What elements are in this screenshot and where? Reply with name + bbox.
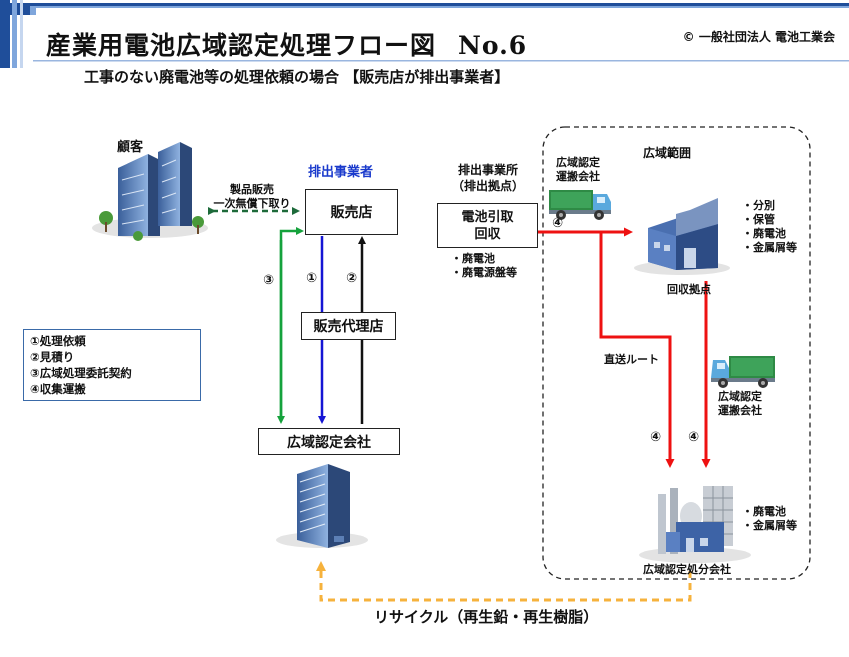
page-title: 産業用電池広域認定処理フロー図 No.6	[46, 26, 527, 62]
sale-label: 製品販売 一次無償下取り	[206, 183, 298, 211]
legend-item: ③広域処理委託契約	[30, 366, 132, 380]
legend-item: ①処理依頼	[30, 334, 86, 348]
transport-mid-label: 広域認定 運搬会社	[718, 390, 762, 418]
discharger-label: 排出事業者	[308, 165, 374, 180]
collection-items: ・分別 ・保管 ・廃電池 ・金属屑等	[742, 199, 797, 255]
factory-icon	[634, 198, 730, 275]
site-label-line1: 排出事業所	[457, 163, 518, 177]
office-buildings-icon	[92, 142, 208, 241]
transport-top-line2: 運搬会社	[556, 170, 600, 183]
recycle-arrow	[316, 561, 692, 602]
site-items: ・廃電池 ・廃電源盤等	[451, 252, 517, 280]
estimate-number: ②	[346, 271, 358, 286]
subtitle: 工事のない廃電池等の処理依頼の場合 【販売店が排出事業者】	[84, 68, 510, 86]
contract-arrow	[279, 227, 304, 418]
transport-number-top: ④	[552, 216, 564, 231]
disposal-item: ・金属屑等	[742, 519, 797, 532]
collection-item: ・廃電池	[742, 227, 786, 240]
collection-item: ・分別	[742, 199, 775, 212]
disposal-items: ・廃電池 ・金属屑等	[742, 505, 797, 533]
transport-top-line1: 広域認定	[556, 156, 600, 169]
site-label: 排出事業所 （排出拠点）	[436, 162, 540, 194]
collection-item: ・保管	[742, 213, 775, 226]
truck-icon	[711, 356, 775, 388]
pickup-box: 電池引取 回収	[437, 203, 538, 248]
transport-mid-line1: 広域認定	[718, 390, 762, 403]
pickup-line2: 回収	[474, 226, 501, 242]
sale-label-line1: 製品販売	[230, 183, 274, 196]
customer-label: 顧客	[117, 140, 144, 155]
site-item: ・廃電池	[451, 252, 495, 265]
title-number: No.6	[458, 31, 528, 60]
legend: ①処理依頼 ②見積り ③広域処理委託契約 ④収集運搬	[23, 329, 201, 401]
sale-label-line2: 一次無償下取り	[213, 197, 291, 210]
recycling-plant-icon	[639, 486, 751, 563]
truck-icon	[549, 190, 611, 220]
office-tower-icon	[276, 464, 368, 548]
pickup-line1: 電池引取	[461, 209, 514, 225]
request-number: ①	[306, 271, 318, 286]
site-label-line2: （排出拠点）	[451, 179, 524, 193]
direct-route-arrow	[599, 232, 675, 468]
store-box: 販売店	[305, 189, 398, 235]
collection-label: 回収拠点	[667, 283, 711, 296]
copyright: © 一般社団法人 電池工業会	[682, 30, 835, 44]
company-box: 広域認定会社	[258, 428, 400, 455]
area-boundary	[542, 126, 811, 580]
transport-mid-line2: 運搬会社	[718, 404, 762, 417]
transport-number-mid: ④	[688, 430, 700, 445]
transport-number-direct: ④	[650, 430, 662, 445]
title-text: 産業用電池広域認定処理フロー図	[46, 31, 437, 60]
transport-top-label: 広域認定 運搬会社	[556, 156, 600, 184]
area-label: 広域範囲	[643, 146, 692, 160]
agent-box: 販売代理店	[301, 312, 396, 340]
disposal-item: ・廃電池	[742, 505, 786, 518]
disposal-label: 広域認定処分会社	[643, 563, 731, 576]
legend-item: ②見積り	[30, 350, 75, 364]
contract-number: ③	[263, 273, 275, 288]
header-side-bars	[0, 0, 849, 68]
site-item: ・廃電源盤等	[451, 266, 517, 279]
legend-item: ④収集運搬	[30, 382, 86, 396]
collection-item: ・金属屑等	[742, 241, 797, 254]
recycle-label: リサイクル（再生鉛・再生樹脂）	[374, 608, 599, 626]
direct-route-label: 直送ルート	[604, 353, 659, 366]
